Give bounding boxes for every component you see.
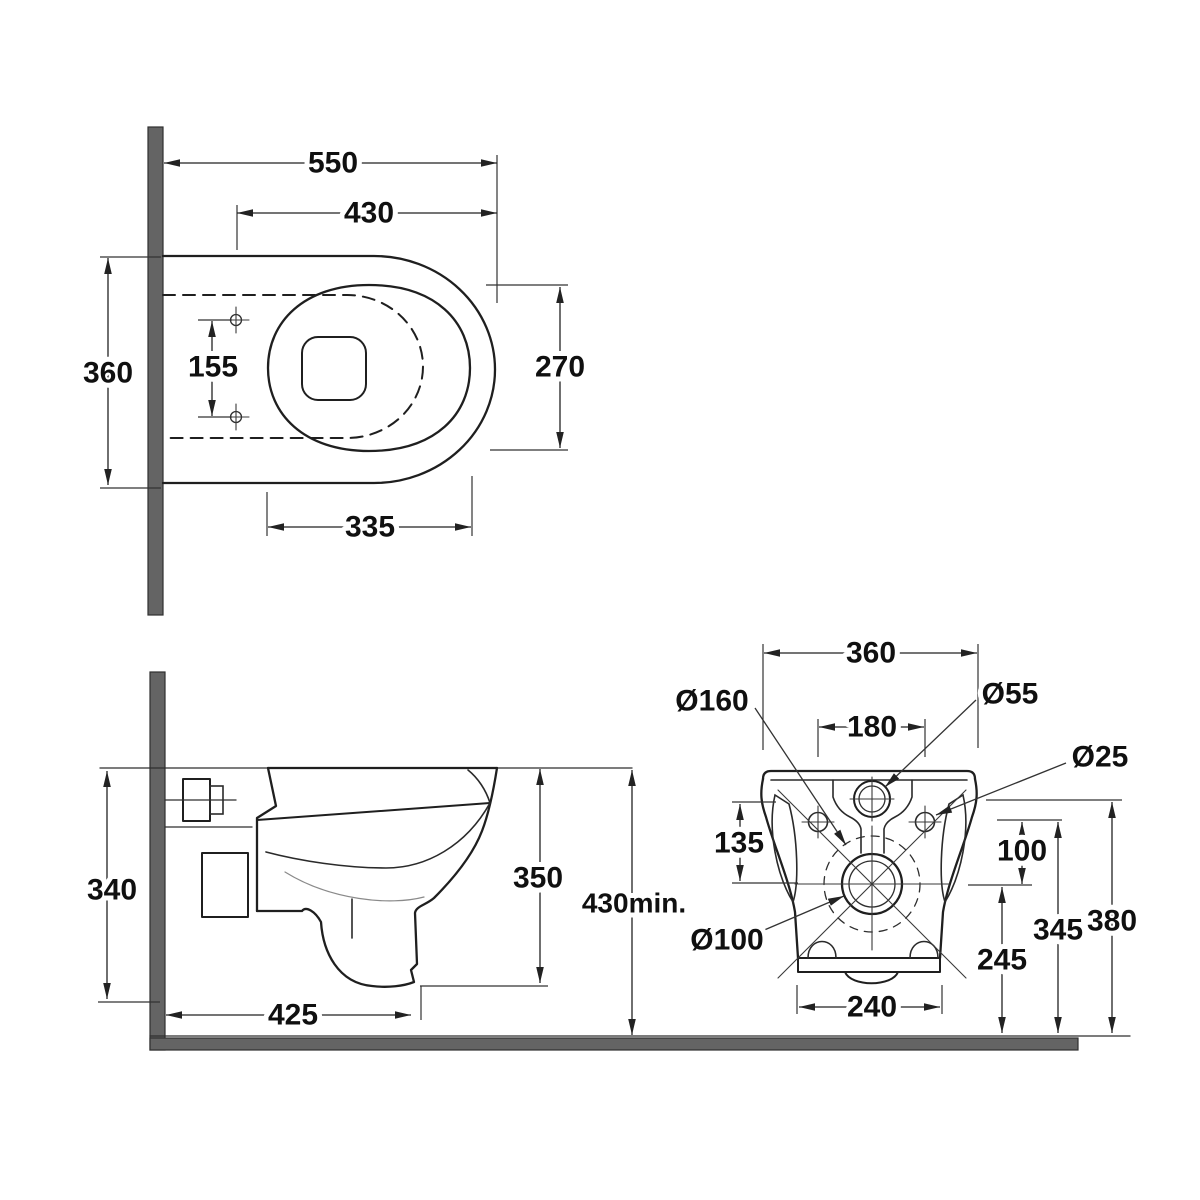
dim-label-350: 350 [513,862,563,895]
water-inlet-pipe [164,778,253,828]
dim-label-180: 180 [847,711,897,744]
dim-label-135: 135 [714,827,764,860]
dim-label-550: 550 [308,147,358,180]
seat-hidden-outline [162,294,424,439]
dia-label-25: Ø25 [1072,741,1129,774]
extension-line [762,644,979,750]
dim-label-380: 380 [1087,905,1137,938]
dim-label-360-rear: 360 [846,637,896,670]
dim-label-245: 245 [977,944,1027,977]
dim-label-155: 155 [188,351,238,384]
bowl-rim-outline [266,283,472,453]
leader-dia55 [884,699,977,788]
outlet-hole [777,789,967,979]
dim-label-100: 100 [997,835,1047,868]
extension-line [796,985,943,1014]
extension-line [817,719,926,757]
extension-line [266,476,473,536]
extension-line [486,284,568,451]
extension-line [198,319,232,418]
fixing-hole-left [801,805,835,839]
wall-section-side [149,671,166,1051]
leader-dia25 [935,762,1067,816]
dia-label-100: Ø100 [690,924,763,957]
dim-label-360: 360 [83,357,133,390]
dim-label-240: 240 [847,991,897,1024]
side-view: 340 350 430min. 425 [82,671,1131,1051]
rear-view: 360 180 135 100 245 345 380 240 Ø160 Ø55… [670,632,1142,1033]
rear-body-outline [760,769,978,985]
dim-label-430: 430 [344,197,394,230]
pan-outer-outline [161,254,497,485]
dim-label-270: 270 [535,351,585,384]
dim-label-340: 340 [87,874,137,907]
inlet-hole [849,776,895,822]
wall-section-plan [147,126,164,616]
dim-label-425: 425 [268,999,318,1032]
floor-section [149,1037,1079,1051]
dim-label-430min: 430min. [582,888,686,919]
dim-label-345: 345 [1033,914,1083,947]
extension-line [968,819,1062,886]
fixing-hole-right [908,805,942,839]
toilet-profile [255,766,499,988]
extension-line [100,256,161,489]
dia-label-55: Ø55 [982,678,1039,711]
plan-view: 550 430 360 155 270 335 [78,126,590,616]
fixing-plate [201,852,249,918]
extension-line [732,801,798,884]
leader-dia100 [761,895,845,932]
dim-label-335: 335 [345,511,395,544]
water-area-outline [301,336,367,401]
dia-label-160: Ø160 [675,685,748,718]
leader-dia160 [754,707,847,846]
